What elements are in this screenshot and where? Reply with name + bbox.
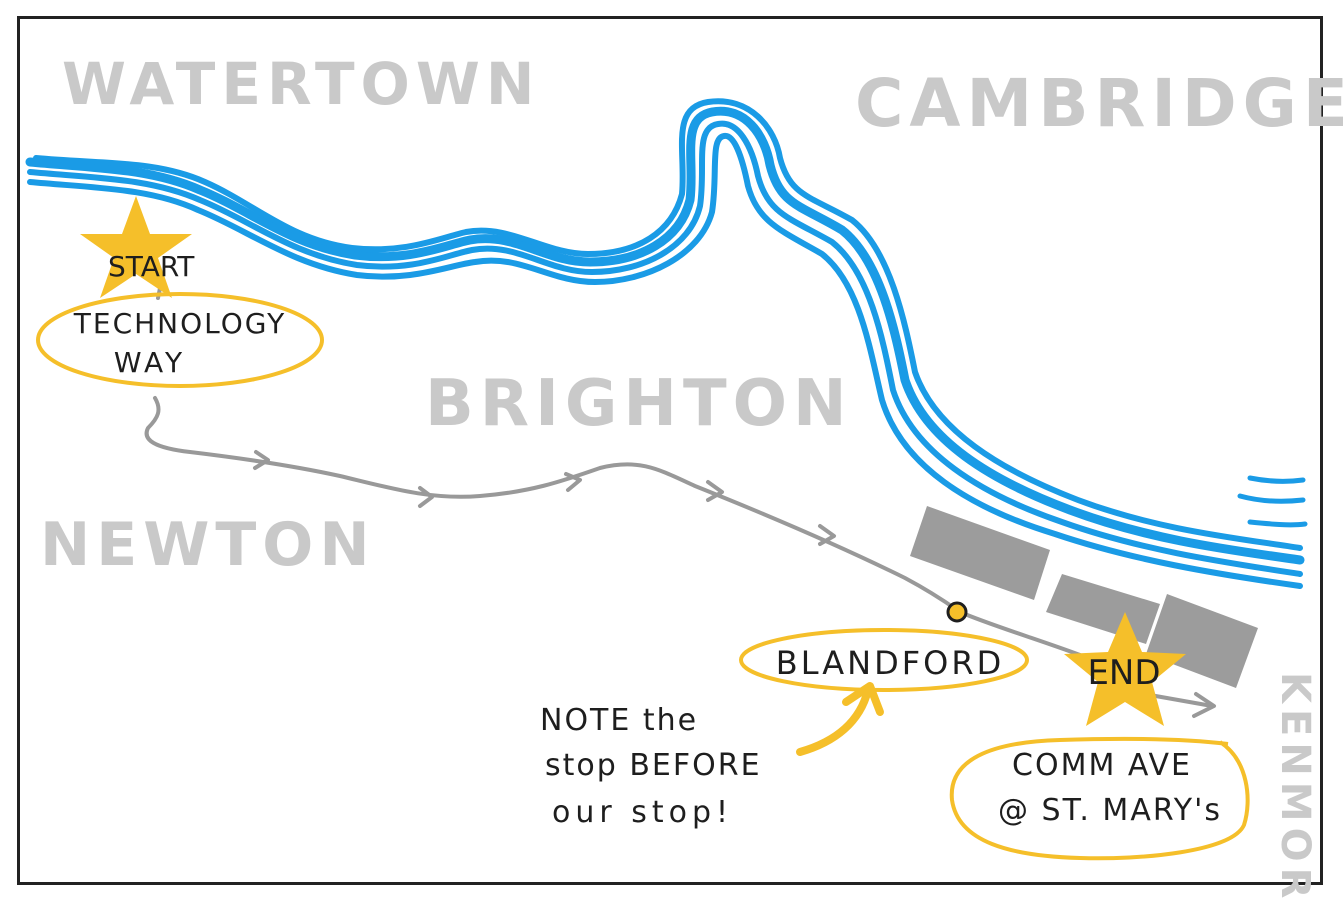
note-line1: NOTE the xyxy=(540,703,698,738)
end-location-line2: @ ST. MARY's xyxy=(998,793,1222,828)
label-brighton: BRIGHTON xyxy=(425,367,853,441)
note-line3: our stop! xyxy=(552,795,733,830)
blandford-label: BLANDFORD xyxy=(776,644,1004,682)
note: NOTE the stop BEFORE our stop! xyxy=(540,703,762,830)
start-location-line2: WAY xyxy=(114,346,186,379)
label-cambridge: CAMBRIDGE xyxy=(855,65,1343,142)
charles-river xyxy=(25,98,1308,589)
stop-dot-icon xyxy=(946,601,968,623)
building-block xyxy=(1046,574,1160,644)
label-newton: NEWTON xyxy=(40,510,376,580)
end-location-bubble: COMM AVE @ ST. MARY's xyxy=(949,736,1250,861)
building-block xyxy=(910,506,1050,600)
start-location-line1: TECHNOLOGY xyxy=(73,307,286,340)
end-label: END xyxy=(1087,653,1160,693)
building-block xyxy=(1146,594,1258,688)
buildings xyxy=(910,506,1258,688)
star-icon xyxy=(80,196,192,298)
end-marker: END xyxy=(1064,612,1186,726)
bus-route xyxy=(144,286,1216,718)
note-line2: stop BEFORE xyxy=(545,748,762,783)
blandford-bubble: BLANDFORD xyxy=(739,628,1029,692)
label-watertown: WATERTOWN xyxy=(62,50,540,118)
arrow-icon xyxy=(796,686,872,756)
start-location-bubble: TECHNOLOGY WAY xyxy=(36,292,324,388)
label-kenmore: KENMORE xyxy=(1272,672,1318,906)
star-icon xyxy=(1064,612,1186,726)
end-location-line1: COMM AVE xyxy=(1012,748,1192,783)
start-label: START xyxy=(108,250,195,283)
start-marker: START xyxy=(80,196,195,298)
note-arrow xyxy=(796,682,884,756)
